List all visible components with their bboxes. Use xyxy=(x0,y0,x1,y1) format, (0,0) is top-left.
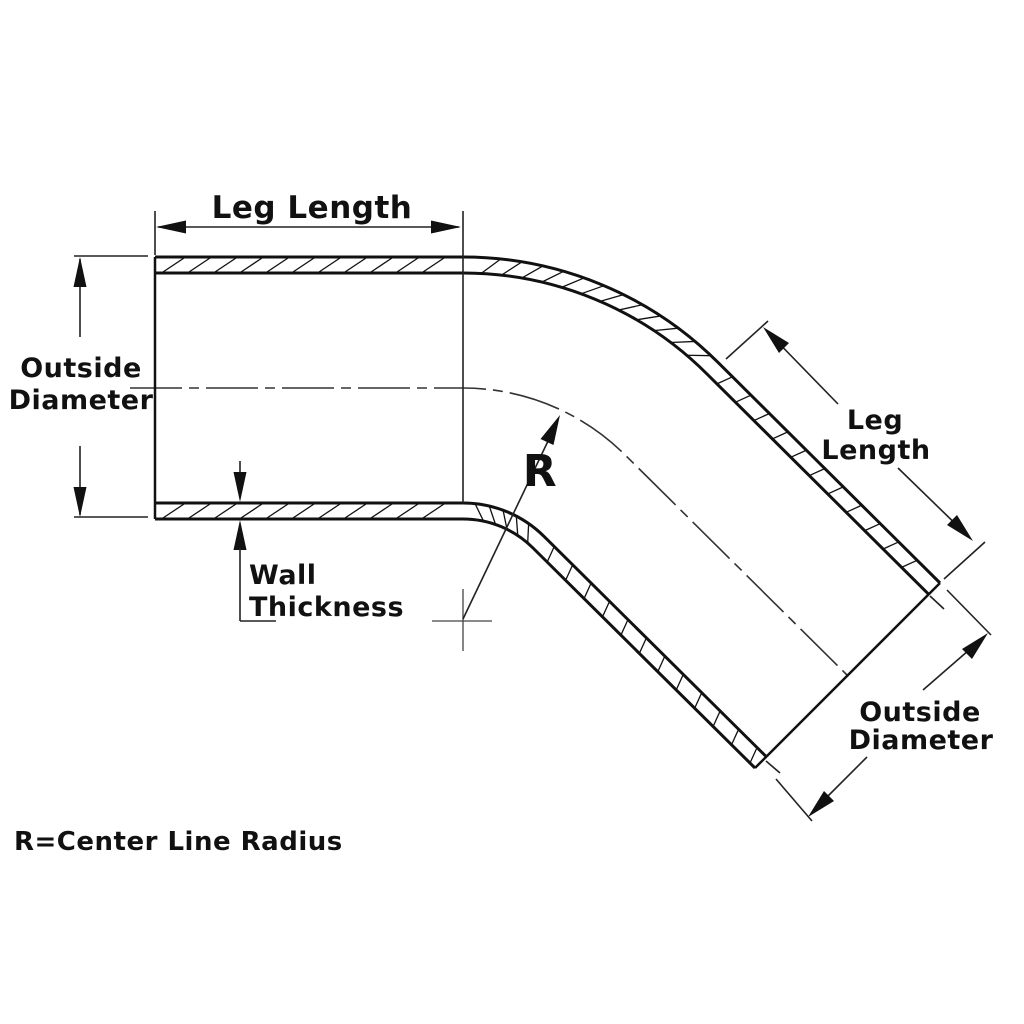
bottom-wall-inner-edge xyxy=(155,501,768,758)
right-outside-diameter-label-line1: Outside xyxy=(859,697,981,728)
radius-line xyxy=(462,438,550,620)
right-leg-length-label-line2: Length xyxy=(821,435,930,466)
bottom-wall-outer-edge xyxy=(155,517,757,770)
top-wall-outer-edge xyxy=(155,255,942,585)
center-line-radius-dimension: R xyxy=(462,415,560,620)
arrowhead-down xyxy=(73,487,87,517)
right-leg-length-label-line1: Leg xyxy=(847,405,903,436)
extension-tick-upper xyxy=(929,595,945,610)
arrowhead-upper xyxy=(763,327,789,353)
right-outside-diameter-label-line2: Diameter xyxy=(849,725,994,756)
extension-line-upper xyxy=(725,320,769,360)
top-wall-inner-edge xyxy=(155,271,930,596)
right-end-face xyxy=(754,582,941,769)
arrowhead-left xyxy=(156,220,186,234)
wall-thickness-label-line1: Wall xyxy=(249,560,317,591)
pipe-body-outline xyxy=(153,255,942,770)
bend-center-mark xyxy=(432,589,492,651)
arrowhead-radius xyxy=(540,415,560,445)
right-outside-diameter-dimension: Outside Diameter xyxy=(765,589,994,822)
wall-thickness-dimension: Wall Thickness xyxy=(233,461,404,623)
extension-line-lower xyxy=(943,541,986,580)
top-leg-length-dimension: Leg Length xyxy=(156,190,461,234)
arrowhead-right xyxy=(431,220,461,234)
radius-label: R xyxy=(523,446,557,497)
left-outside-diameter-dimension: Outside Diameter xyxy=(9,255,154,518)
dimension-line-seg2 xyxy=(825,756,868,799)
pipe-wall-hatching xyxy=(162,257,917,765)
arrowhead-upper xyxy=(962,633,988,659)
extension-tick-lower xyxy=(765,760,781,774)
extension-line-upper xyxy=(946,589,992,636)
left-outside-diameter-label-line2: Diameter xyxy=(9,385,154,416)
pipe-centerline xyxy=(130,387,849,677)
right-leg-length-dimension: Leg Length xyxy=(725,320,986,580)
arrowhead-down xyxy=(233,472,247,502)
arrowhead-lower xyxy=(808,791,834,817)
left-outside-diameter-label-line1: Outside xyxy=(20,353,142,384)
wall-thickness-label-line2: Thickness xyxy=(249,592,404,623)
arrowhead-up xyxy=(73,257,87,287)
radius-footnote: R=Center Line Radius xyxy=(14,827,343,857)
arrowhead-lower xyxy=(947,515,973,541)
extension-line-lower xyxy=(775,778,813,822)
top-leg-length-label: Leg Length xyxy=(212,190,413,226)
arrowhead-up xyxy=(233,520,247,550)
